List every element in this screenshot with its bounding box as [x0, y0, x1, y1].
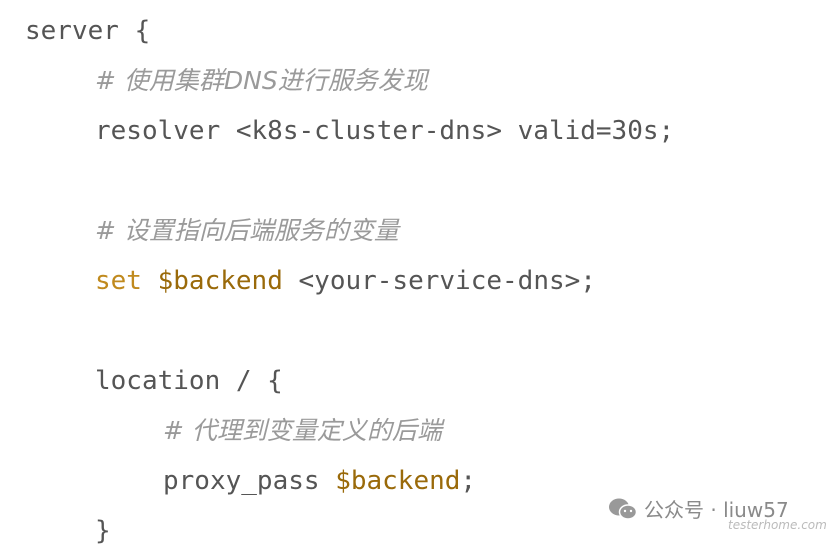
- code-comment: # 设置指向后端服务的变量: [95, 216, 399, 245]
- code-line: location / {: [95, 366, 283, 396]
- blank-line: [25, 156, 674, 206]
- watermark-site: testerhome.com: [728, 518, 827, 532]
- watermark: 公众号 · liuw57: [608, 494, 789, 523]
- variable: $backend: [157, 266, 283, 296]
- code-text: <your-service-dns>;: [282, 266, 596, 296]
- code-line: proxy_pass $backend;: [25, 456, 674, 506]
- wechat-icon: [609, 498, 638, 520]
- code-comment: # 代理到变量定义的后端: [163, 416, 442, 445]
- code-line: set $backend <your-service-dns>;: [25, 256, 674, 306]
- code-comment: # 使用集群DNS进行服务发现: [95, 66, 428, 95]
- code-line: resolver <k8s-cluster-dns> valid=30s;: [95, 116, 675, 146]
- blank-line: [25, 306, 674, 356]
- keyword: set: [95, 266, 142, 296]
- code-text: proxy_pass: [163, 466, 336, 496]
- code-text: ;: [460, 466, 477, 496]
- variable: $backend: [335, 466, 461, 496]
- code-line: }: [95, 516, 111, 546]
- watermark-label: 公众号 · liuw57: [644, 498, 789, 522]
- code-block: server { # 使用集群DNS进行服务发现 resolver <k8s-c…: [25, 6, 674, 556]
- code-line: server {: [25, 16, 151, 46]
